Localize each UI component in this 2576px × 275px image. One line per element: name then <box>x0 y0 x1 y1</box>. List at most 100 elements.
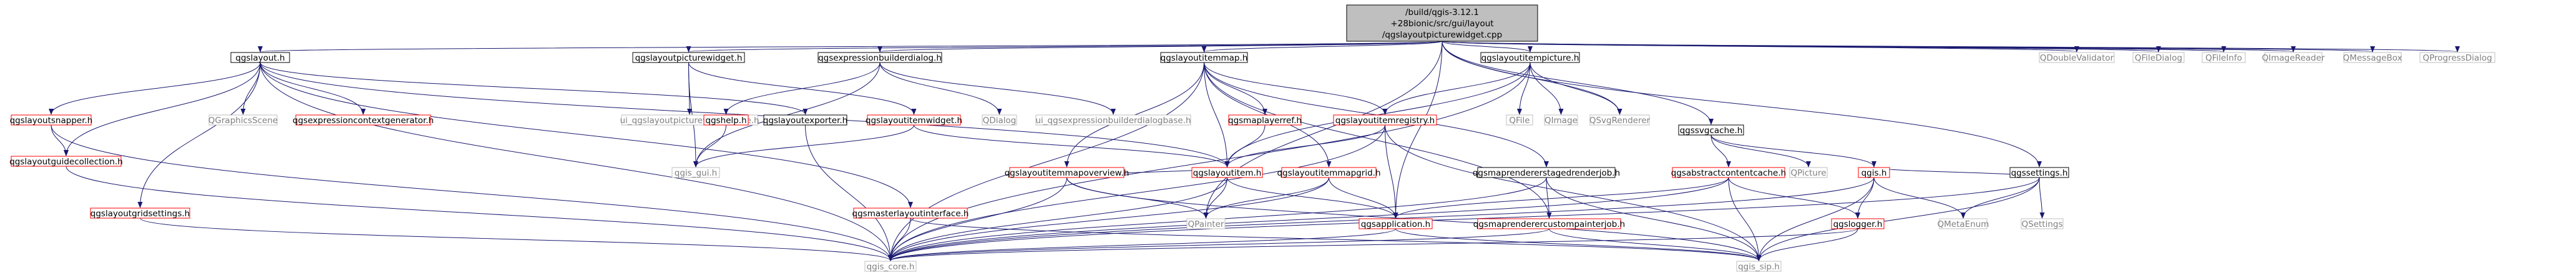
edge-qgslayoutitemregistry-h-to-qgslayoutitem-h <box>1224 124 1385 168</box>
edge-qgslayoutitemmapgrid-h-to-qgsapplication-h <box>1329 177 1398 219</box>
edge-qgslayoutitempicture-h-to-QFile <box>1517 62 1531 115</box>
node-label: qgslayoutexporter.h <box>763 116 848 126</box>
node-label: qgslayoutguidecollection.h <box>9 157 123 167</box>
node-box <box>864 261 917 272</box>
edge-qgslayout-h-to-qgis-core-h <box>260 62 893 261</box>
edge-qgsapplication-h-to-qgis-core-h <box>888 228 1396 261</box>
node-QMetaEnum: QMetaEnum <box>1938 218 1989 229</box>
node-box <box>11 156 122 167</box>
node-qgsmaprenderercustompainterjob-h[interactable]: qgsmaprenderercustompainterjob.h <box>1473 218 1625 229</box>
node-qgslayout-h[interactable]: qgslayout.h <box>230 52 290 63</box>
node-label: QFile <box>1509 116 1530 126</box>
edge-qgslayout-h-to-qgsexpressioncontextgenerator-h <box>260 62 366 115</box>
node-qgslayoutitemmapgrid-h[interactable]: qgslayoutitemmapgrid.h <box>1277 167 1381 178</box>
node-qgssvgcache-h[interactable]: qgssvgcache.h <box>1678 124 1744 136</box>
node-qgis-sip-h: qgis_sip.h <box>1736 261 1782 272</box>
edge-qgslayoutitemmap-h-to-qgslayoutitem-h <box>1204 62 1230 168</box>
edge-qgslayoutitemwidget-h-to-qgslayoutitem-h <box>914 124 1230 168</box>
edge-qgslayoutitemmap-h-to-qgslayoutitemregistry-h <box>1204 62 1388 115</box>
edge-qgslayout-h-to-qgslayoutexporter-h <box>260 62 808 115</box>
node-box <box>1035 114 1191 126</box>
node-QGraphicsScene: QGraphicsScene <box>208 114 278 126</box>
node-qgsmasterlayoutinterface-h[interactable]: qgsmasterlayoutinterface.h <box>852 208 969 219</box>
node-QImage: QImage <box>1544 114 1578 126</box>
node-label: ui_qgsexpressionbuilderdialogbase.h <box>1035 116 1191 126</box>
node-qgsmaprendererstagedrenderjob-h[interactable]: qgsmaprendererstagedrenderjob.h <box>1473 167 1620 178</box>
node-box <box>2039 52 2115 63</box>
node-box <box>1939 218 1988 229</box>
edge-qgsmaprendererstagedrenderjob-h-to-qgsmaprenderercustompainterjob-h <box>1546 177 1552 219</box>
edge-qgssettings-h-to-qgis-sip-h <box>1756 177 2040 261</box>
node-QMessageBox: QMessageBox <box>2343 52 2403 63</box>
node-box <box>1506 114 1533 126</box>
node-box <box>1346 4 1538 42</box>
node-qgsapplication-h[interactable]: qgsapplication.h <box>1359 218 1433 229</box>
node-qgslayoutitemregistry-h[interactable]: qgslayoutitemregistry.h <box>1333 114 1437 126</box>
node-box <box>1333 114 1437 126</box>
node-qgslogger-h[interactable]: qgslogger.h <box>1831 218 1885 229</box>
node-qgsexpressioncontextgenerator-h[interactable]: qgsexpressioncontextgenerator.h <box>293 114 434 126</box>
node-qgslayoutitem-h[interactable]: qgslayoutitem.h <box>1191 167 1263 178</box>
node-QFileInfo: QFileInfo <box>2202 52 2246 63</box>
node-QProgressDialog: QProgressDialog <box>2419 52 2496 63</box>
node-qgslayoutgridsettings-h[interactable]: qgslayoutgridsettings.h <box>90 208 190 219</box>
edge-qgsabstractcontentcache-h-to-qgis-sip-h <box>1728 177 1762 261</box>
edge-qgsmasterlayoutinterface-h-to-qgis-sip-h <box>910 218 1762 261</box>
node-root[interactable]: /build/qgis-3.12.1+28bionic/src/gui/layo… <box>1346 4 1538 42</box>
node-box <box>982 114 1017 126</box>
node-box <box>867 114 961 126</box>
node-qgslayoutitemwidget-h[interactable]: qgslayoutitemwidget.h <box>866 114 962 126</box>
edge-qgslayoutsnapper-h-to-qgslayoutguidecollection-h <box>51 124 69 156</box>
edge-qgslayoutsnapper-h-to-qgis-core-h <box>51 124 893 261</box>
node-box <box>1858 167 1890 178</box>
edge-qgssvgcache-h-to-QPicture <box>1710 134 1811 168</box>
node-qgslayoutsnapper-h[interactable]: qgslayoutsnapper.h <box>10 114 93 126</box>
node-label: qgslayoutitemwidget.h <box>866 116 962 126</box>
node-qgssettings-h[interactable]: qgssettings.h <box>2009 167 2069 178</box>
node-box <box>1009 167 1125 178</box>
node-label: qgslayoutpicturewidget.h <box>635 53 743 63</box>
edge-qgslayoutexporter-h-to-qgis-core-h <box>805 124 893 261</box>
node-box <box>817 52 942 63</box>
node-label: QSvgRenderer <box>1589 116 1651 126</box>
edge-root-to-qgslayoutitempicture-h <box>1442 41 1533 52</box>
node-box <box>1589 114 1650 126</box>
edge-qgslayoutitemmap-h-to-qgis-core-h <box>888 62 1204 261</box>
edge-qgslayoutitem-h-to-qgsapplication-h <box>1227 177 1398 219</box>
node-qgslayoutguidecollection-h[interactable]: qgslayoutguidecollection.h <box>9 156 123 167</box>
edge-root-to-QProgressDialog <box>1442 41 2459 52</box>
edge-qgslayout-h-to-QGraphicsScene <box>240 62 261 115</box>
node-qgshelp-h[interactable]: qgshelp.h <box>703 114 749 126</box>
edge-qgslayoutitempicture-h-to-qgis-core-h <box>888 62 1531 261</box>
node-box <box>1477 167 1616 178</box>
node-label: qgssvgcache.h <box>1680 126 1743 136</box>
node-qgsabstractcontentcache-h[interactable]: qgsabstractcontentcache.h <box>1671 167 1786 178</box>
edge-qgslayoutitem-h-to-qgis-core-h <box>888 177 1227 261</box>
node-label: qgslayout.h <box>235 53 285 63</box>
node-qgis-h[interactable]: qgis.h <box>1858 167 1890 178</box>
node-box <box>1544 114 1578 126</box>
edge-qgslayoutguidecollection-h-to-qgis-core-h <box>66 166 893 261</box>
edge-qgssvgcache-h-to-qgsabstractcontentcache-h <box>1710 134 1731 168</box>
node-label: qgssettings.h <box>2011 168 2068 178</box>
node-qgsmaplayerref-h[interactable]: qgsmaplayerref.h <box>1228 114 1302 126</box>
node-label: qgis.h <box>1861 168 1887 178</box>
node-qgslayoutpicturewidget-h[interactable]: qgslayoutpicturewidget.h <box>632 52 745 63</box>
node-qgslayoutitemmapoverview-h[interactable]: qgslayoutitemmapoverview.h <box>1005 167 1129 178</box>
node-label: QMessageBox <box>2343 53 2403 63</box>
edge-qgsapplication-h-to-qgis-sip-h <box>1395 228 1762 261</box>
node-box <box>295 114 431 126</box>
node-box <box>1736 261 1782 272</box>
node-label: QFileDialog <box>2135 53 2182 63</box>
edge-root-to-QPainter <box>1203 41 1443 219</box>
node-qgsexpressionbuilderdialog-h[interactable]: qgsexpressionbuilderdialog.h <box>817 52 942 63</box>
node-qgslayoutitemmap-h[interactable]: qgslayoutitemmap.h <box>1160 52 1248 63</box>
node-label: qgslayoutitemregistry.h <box>1335 116 1435 126</box>
edge-qgslayoutitempicture-h-to-QImage <box>1530 62 1564 115</box>
node-label: QGraphicsScene <box>208 116 278 126</box>
node-label: QSettings <box>2022 219 2063 229</box>
node-qgslayoutitempicture-h[interactable]: qgslayoutitempicture.h <box>1480 52 1580 63</box>
nodes-layer: /build/qgis-3.12.1+28bionic/src/gui/layo… <box>9 4 2496 272</box>
node-qgslayoutexporter-h[interactable]: qgslayoutexporter.h <box>763 114 848 126</box>
edge-qgslayout-h-to-qgslayoutgridsettings-h <box>137 62 261 208</box>
